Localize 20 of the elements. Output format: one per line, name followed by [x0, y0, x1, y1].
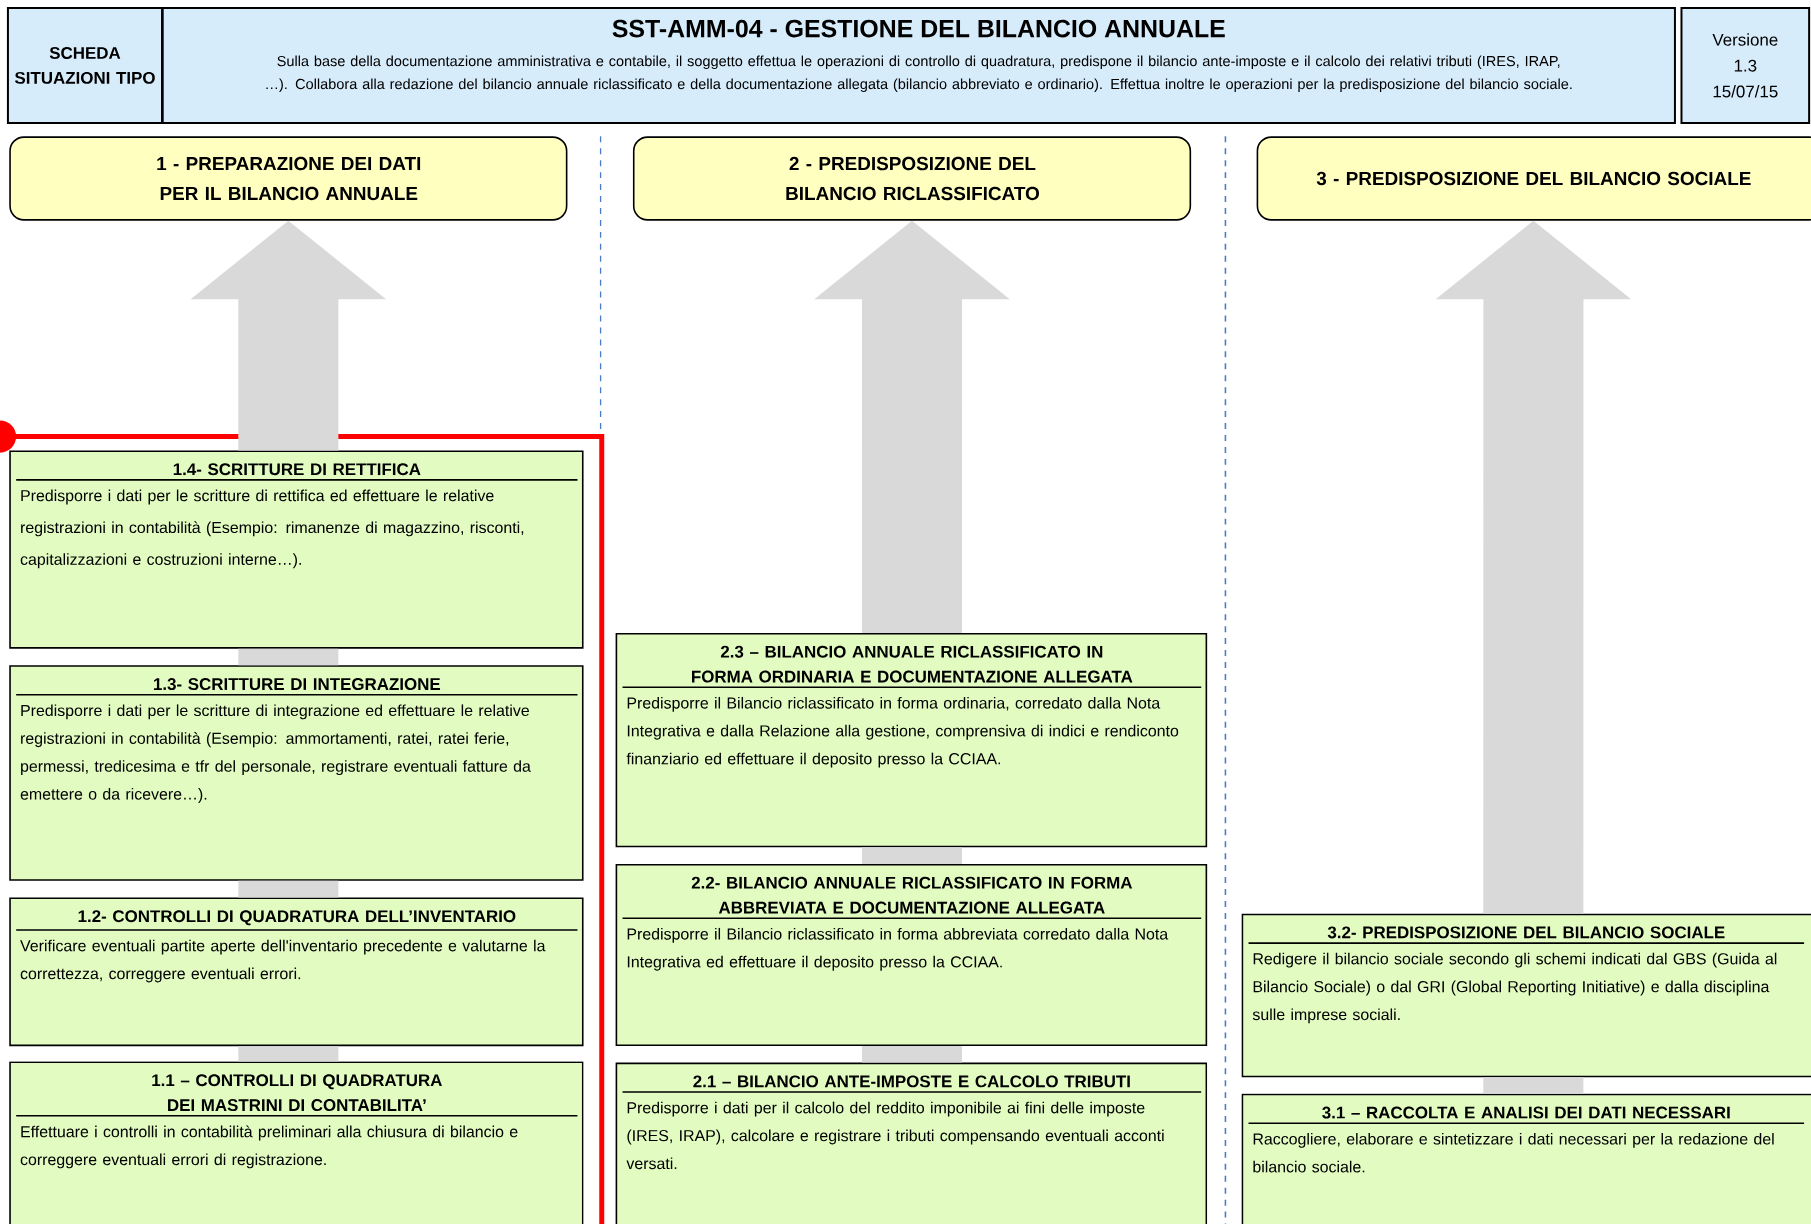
activity-box: 2.2- BILANCIO ANNUALE RICLASSIFICATO IN FORMA ABBREVIATA E DOCUMENTAZIONE ALLEGATA Predisporre il Bilancio riclassificato in forma abbreviata corredato dalla Nota Integrativa ed effettuare il deposito presso la CCIAA. — [615, 863, 1208, 1046]
arrow — [1483, 1077, 1584, 1094]
activity-box: 2.3 – BILANCIO ANNUALE RICLASSIFICATO IN FORMA ORDINARIA E DOCUMENTAZIONE ALLEGATA Predisporre il Bilancio riclassificato in forma ordinaria, corredato dalla Nota Integrativa e dalla Relazione alla gestione, comprensiva di indici e rendiconto finanziario ed effettuare il deposito presso la CCIAA. — [615, 632, 1208, 848]
activity-box: 2.1 – BILANCIO ANTE-IMPOSTE E CALCOLO TRIBUTI Predisporre i dati per il calcolo del reddito imponibile ai fini delle imposte (IRES, IRAP), calcolare e registrare i tributi compensando eventuali acconti versati. — [615, 1062, 1208, 1224]
activity-box: 1.4- SCRITTURE DI RETTIFICA Predisporre i dati per le scritture di rettifica ed effettuare le relative registrazioni in contabilità (Esempio: rimanenze di magazzino, risconti, capitalizzazioni e costruzioni interne…). — [9, 450, 584, 649]
activity-box: 1.3- SCRITTURE DI INTEGRAZIONE Predisporre i dati per le scritture di integrazione ed effettuare le relative registrazioni in contabilità (Esempio: ammortamenti, ratei, ratei ferie, permessi, tredicesima e tfr del personale, registrare eventuali fatture da emettere o da ricevere…). — [9, 665, 584, 881]
activity-box: 1.1 – CONTROLLI DI QUADRATURA DEI MASTRINI DI CONTABILITA’ Effettuare i controlli in contabilità preliminari alla chiusura di bilancio e correggere eventuali errori di registrazione. — [9, 1061, 584, 1224]
header-cell: Versione 1.3 15/07/15 — [1680, 6, 1811, 124]
phase-header-box: 3 - PREDISPOSIZIONE DEL BILANCIO SOCIALE — [1256, 136, 1811, 221]
header-cell: SCHEDA SITUAZIONI TIPO — [6, 6, 164, 124]
activity-box: 1.2- CONTROLLI DI QUADRATURA DELL’INVENTARIO Verificare eventuali partite aperte dell'inventario precedente e valutarne la correttezza, correggere eventuali errori. — [9, 897, 584, 1047]
arrow — [190, 220, 387, 451]
activity-box: 3.1 – RACCOLTA E ANALISI DEI DATI NECESSARI Raccogliere, elaborare e sintetizzare i dati necessari per la redazione del bilancio sociale. — [1241, 1093, 1811, 1224]
arrow — [861, 847, 962, 864]
phase-header-box: 1 - PREPARAZIONE DEI DATI PER IL BILANCIO ANNUALE — [9, 136, 568, 221]
arrow — [814, 220, 1010, 633]
phase-header-box: 2 - PREDISPOSIZIONE DEL BILANCIO RICLASSIFICATO — [632, 136, 1192, 221]
arrow — [1435, 220, 1632, 914]
activity-box: 3.2- PREDISPOSIZIONE DEL BILANCIO SOCIALE Redigere il bilancio sociale secondo gli schemi indicati dal GBS (Guida al Bilancio Sociale) o dal GRI (Global Reporting Initiative) e dalla disciplina sulle imprese sociali. — [1241, 913, 1811, 1078]
arrow — [238, 1046, 339, 1062]
